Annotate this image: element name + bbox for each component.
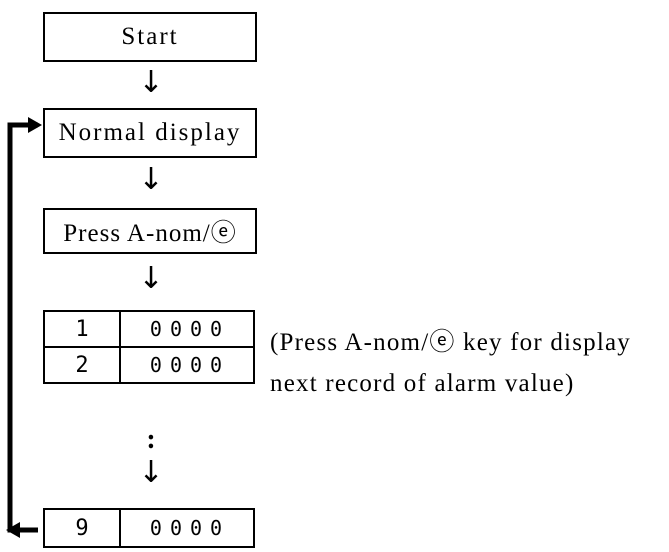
record-value: 0000 (149, 516, 231, 540)
loop-arrowhead-to-normal (28, 117, 42, 133)
record-row-9: 9 0000 (43, 508, 255, 548)
record-value: 0000 (149, 317, 231, 341)
record-value: 0000 (149, 353, 231, 377)
record-index: 9 (45, 510, 121, 546)
loop-arrowhead-from-last-record (6, 522, 20, 538)
down-arrow-2: ↓ (138, 162, 164, 197)
press-key-label: Press A-nom/ⓔ (63, 220, 237, 247)
normal-display-label: Normal display (58, 119, 242, 146)
normal-display-node: Normal display (43, 108, 257, 158)
note-line-1: (Press A-nom/ⓔ key for display (270, 329, 631, 356)
record-index: 2 (45, 348, 121, 382)
down-arrow-3: ↓ (138, 261, 164, 296)
loop-back-line (7, 122, 38, 533)
start-label: Start (121, 23, 179, 50)
record-row-2: 2 0000 (43, 346, 255, 384)
down-arrow-4: ↓ (138, 455, 164, 490)
ellipsis-dots: : (146, 424, 156, 455)
start-node: Start (43, 12, 257, 62)
record-index: 1 (45, 312, 121, 346)
down-arrow-1: ↓ (138, 65, 164, 100)
note-line-2: next record of alarm value) (270, 370, 575, 397)
press-key-node: Press A-nom/ⓔ (43, 208, 257, 254)
record-row-1: 1 0000 (43, 310, 255, 348)
